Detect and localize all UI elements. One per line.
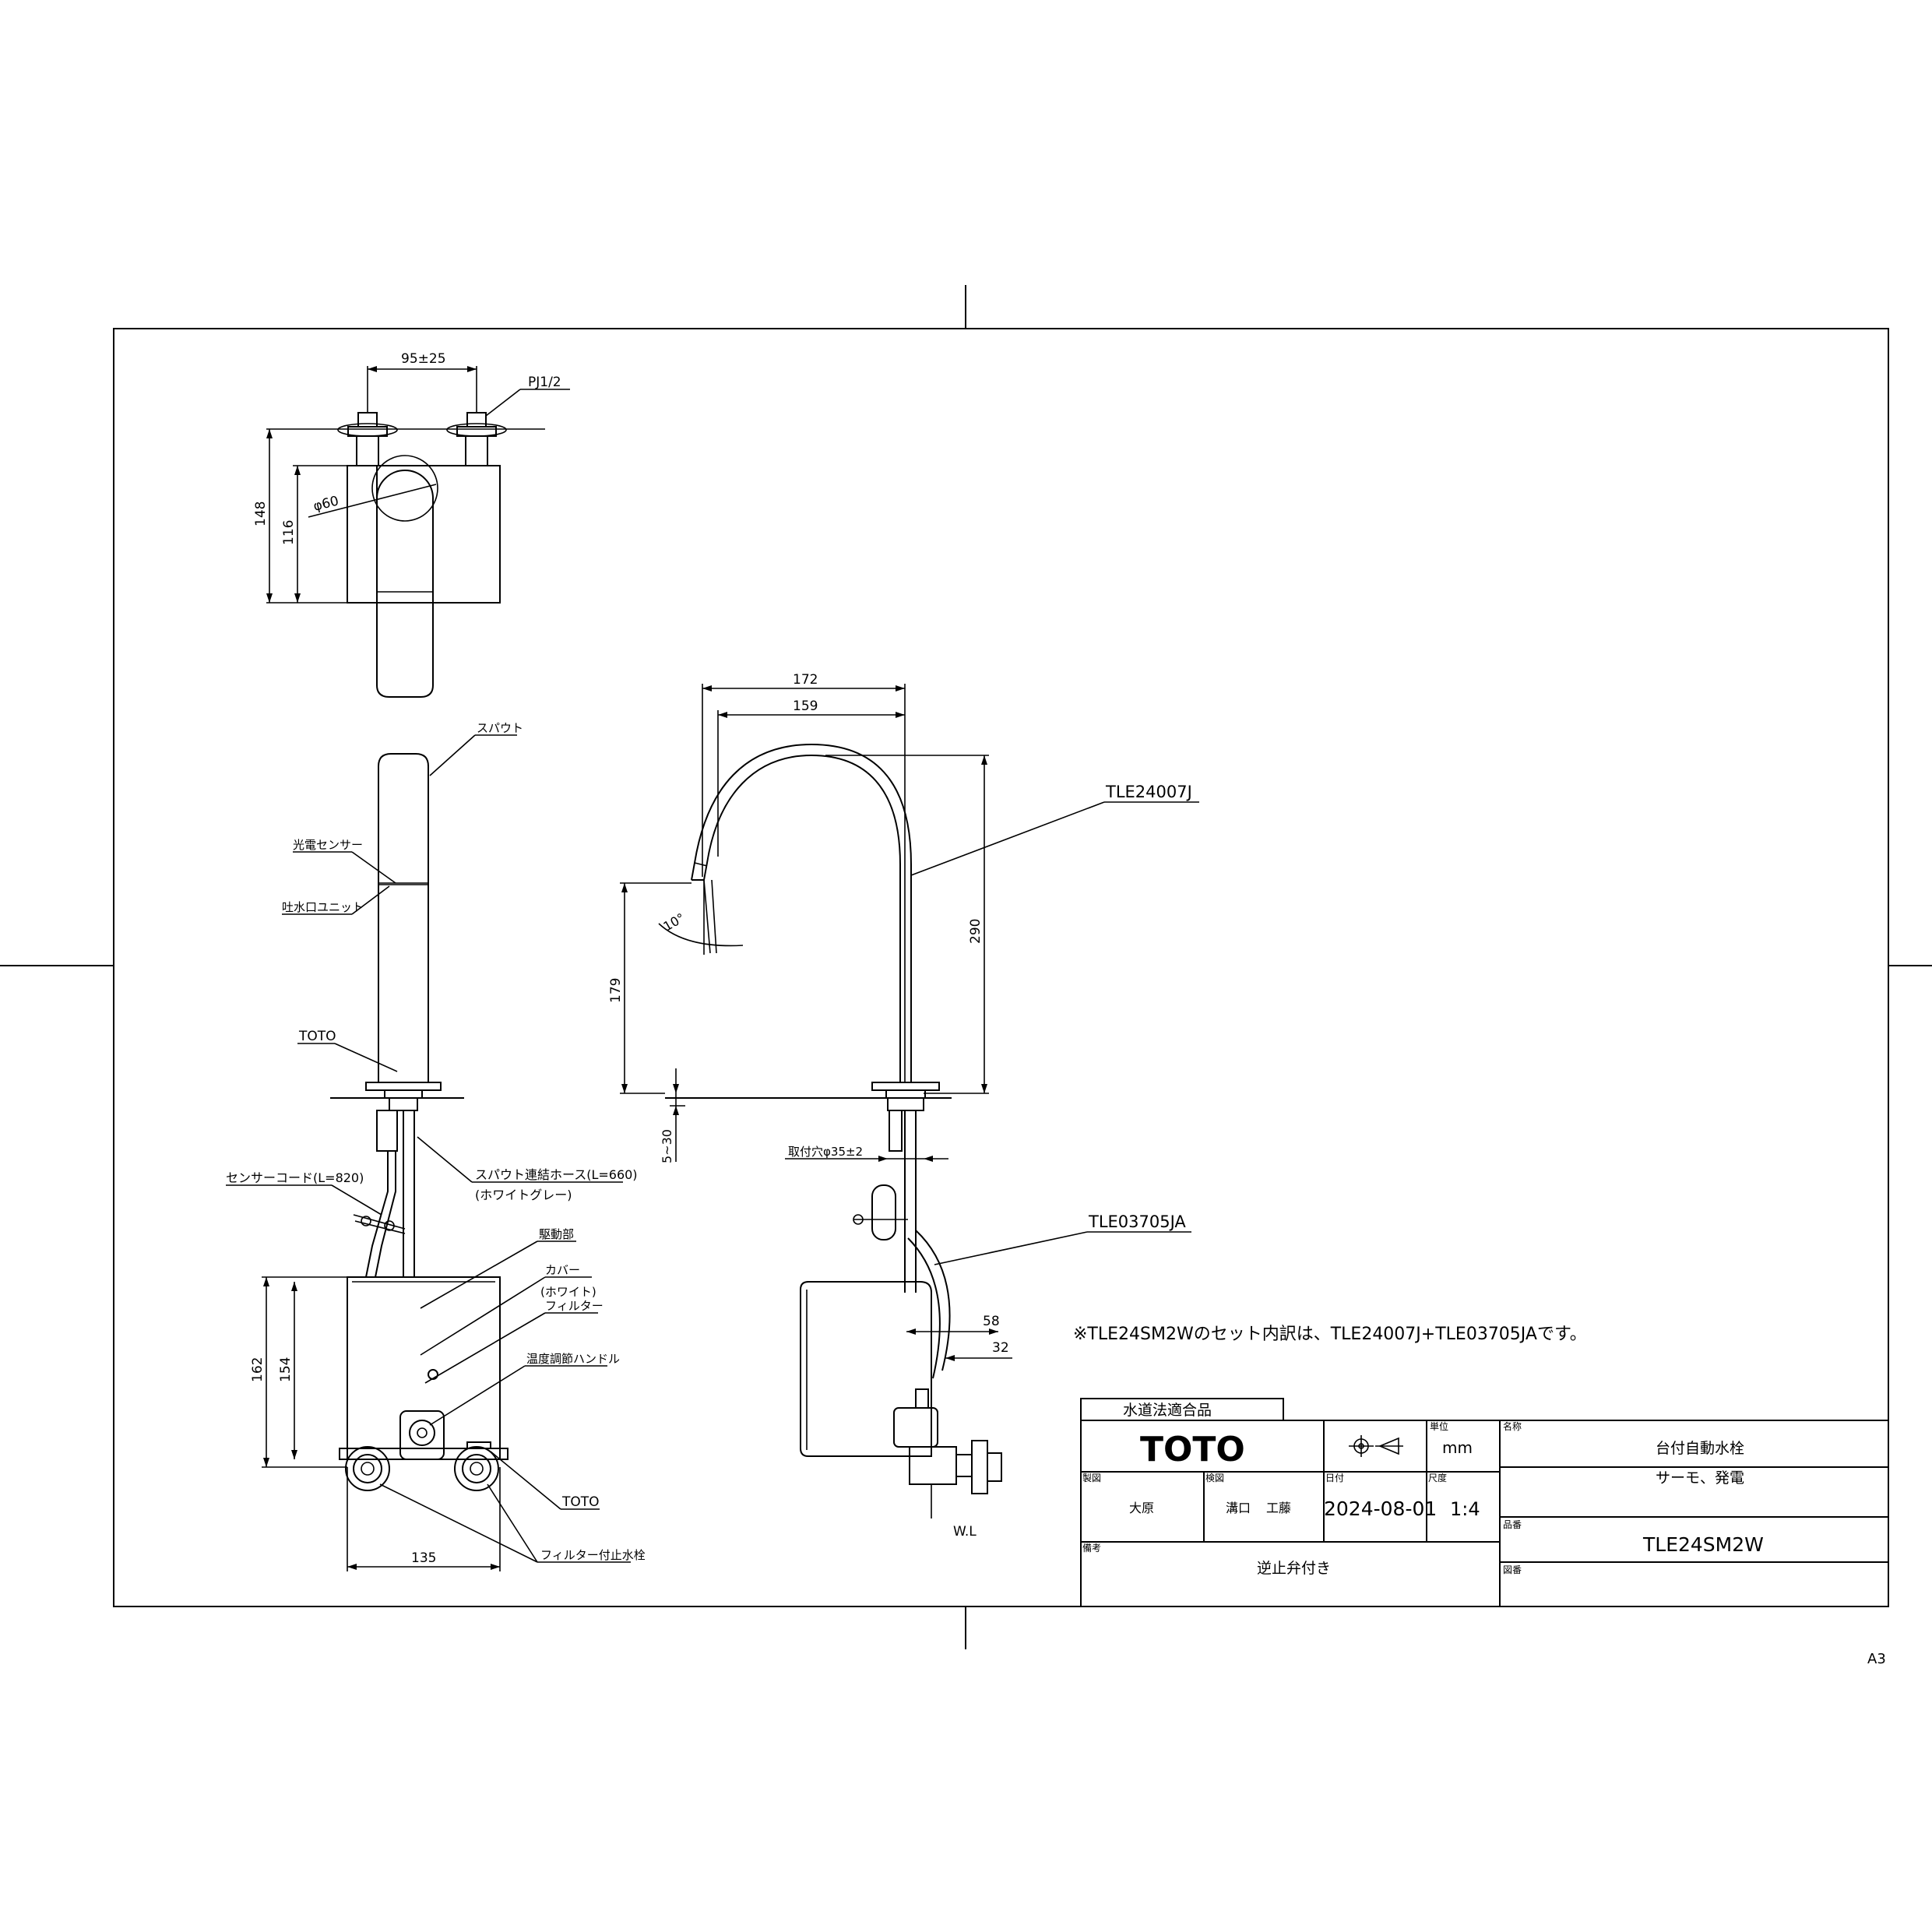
dim-spout-diameter: φ60: [311, 493, 340, 514]
dim-body-height: 116: [281, 520, 297, 545]
label-sensor: 光電センサー: [293, 838, 363, 852]
dim-box-height1: 162: [250, 1357, 266, 1382]
top-view: 95±25 PJ1/2 148 116 φ60: [253, 351, 570, 698]
product-number-label: 品番: [1503, 1519, 1522, 1530]
company-logo: TOTO: [1140, 1430, 1245, 1469]
side-view: W.L 172 159 290 179 10°: [608, 672, 1199, 1540]
label-hose-color: (ホワイトグレー): [475, 1188, 572, 1202]
thread-label: PJ1/2: [528, 375, 561, 390]
product-name: 台付自動水栓: [1656, 1440, 1744, 1457]
label-temp-handle: 温度調節ハンドル: [526, 1352, 620, 1366]
label-brand-front: TOTO: [298, 1029, 336, 1044]
part-number-unit: TLE03705JA: [1088, 1212, 1186, 1231]
label-filter: フィルター: [545, 1299, 604, 1313]
scale-label: 尺度: [1428, 1472, 1447, 1483]
compliance-label: 水道法適合品: [1123, 1402, 1212, 1419]
label-water-line: W.L: [953, 1524, 977, 1540]
drawn-label: 製図: [1082, 1473, 1101, 1483]
name-label: 名称: [1503, 1420, 1522, 1432]
label-outlet-unit: 吐水口ユニット: [282, 900, 364, 914]
scale-value: 1:4: [1450, 1498, 1480, 1520]
label-cover: カバー: [545, 1263, 580, 1277]
dim-angle: 10°: [661, 910, 688, 934]
dim-box-width: 135: [411, 1550, 436, 1566]
title-block: 水道法適合品 TOTO 単位 mm 名称 台付自動水栓 サーモ、発電 製図 大原…: [1080, 1398, 1889, 1607]
label-cover-color: (ホワイト): [540, 1285, 596, 1299]
dim-mounting-hole: 取付穴φ35±2: [788, 1145, 863, 1159]
part-number-spout: TLE24007J: [1105, 783, 1192, 801]
third-angle-projection-icon: [1349, 1435, 1403, 1457]
label-brand-valve: TOTO: [561, 1494, 600, 1510]
label-sensor-cord: センサーコード(L=820): [226, 1170, 364, 1185]
dim-reach-inner: 159: [793, 699, 818, 714]
dim-inlet-spacing: 95±25: [401, 351, 446, 367]
front-view: スパウト 光電センサー 吐水口ユニット TOTO センサーコード(L=820) …: [226, 721, 646, 1571]
label-drive-unit: 駆動部: [539, 1227, 574, 1241]
dim-32: 32: [992, 1340, 1009, 1356]
remarks-label: 備考: [1082, 1542, 1101, 1554]
date-label: 日付: [1325, 1473, 1344, 1483]
dim-outlet-height: 179: [608, 978, 624, 1003]
unit-label: 単位: [1430, 1420, 1448, 1432]
checked-by-2: 工藤: [1266, 1501, 1291, 1515]
set-composition-note: ※TLE24SM2Wのセット内訳は、TLE24007J+TLE03705JAです…: [1073, 1325, 1587, 1344]
product-number: TLE24SM2W: [1642, 1533, 1764, 1556]
sheet-frame: A3: [0, 285, 1932, 1667]
sheet-size-label: A3: [1867, 1651, 1886, 1667]
remarks-value: 逆止弁付き: [1257, 1560, 1331, 1577]
drawing-number-label: 図番: [1503, 1564, 1522, 1575]
dim-deck-thickness: 5~30: [660, 1129, 674, 1163]
dim-height-290: 290: [968, 919, 984, 944]
dim-box-height2: 154: [278, 1357, 294, 1382]
product-name-sub: サーモ、発電: [1656, 1469, 1744, 1487]
checked-by-1: 溝口: [1226, 1501, 1251, 1515]
label-spout: スパウト: [477, 721, 523, 735]
label-hose: スパウト連結ホース(L=660): [475, 1167, 638, 1182]
unit-value: mm: [1442, 1438, 1473, 1457]
drawn-by: 大原: [1129, 1501, 1154, 1515]
label-stop-valve: フィルター付止水栓: [540, 1548, 646, 1562]
dim-reach-outer: 172: [793, 672, 818, 688]
checked-label: 検図: [1205, 1473, 1224, 1483]
date-value: 2024-08-01: [1324, 1497, 1437, 1520]
dim-58: 58: [983, 1314, 1000, 1329]
dim-total-height: 148: [253, 501, 269, 526]
